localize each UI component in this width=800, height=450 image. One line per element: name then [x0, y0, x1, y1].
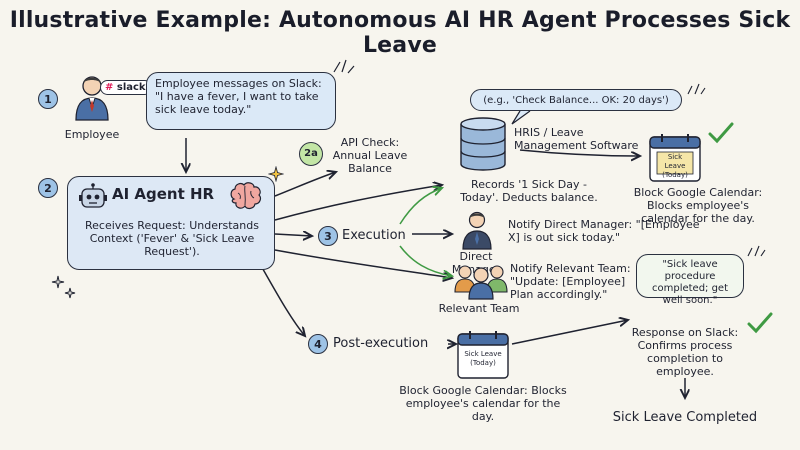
hris-records: Records '1 Sick Day - Today'. Deducts ba…	[460, 178, 598, 204]
employee-message-bubble: Employee messages on Slack: "I have a fe…	[146, 72, 336, 130]
manager-notify: Notify Direct Manager: "[Employee X] is …	[508, 218, 700, 244]
calendar-top-label: Sick Leave (Today)	[662, 153, 688, 179]
brain-icon	[228, 181, 264, 211]
emphasis-icon-3	[747, 245, 766, 257]
balance-response-bubble: (e.g., 'Check Balance... OK: 20 days')	[470, 89, 682, 111]
confirmation-bubble: "Sick leave procedure completed; get wel…	[636, 254, 744, 306]
team-label: Relevant Team	[438, 302, 520, 315]
slack-badge: # slack	[100, 80, 152, 95]
employee-message: Employee messages on Slack: "I have a fe…	[155, 77, 322, 116]
balance-response-text: (e.g., 'Check Balance... OK: 20 days')	[483, 95, 669, 106]
slack-response: Response on Slack: Confirms process comp…	[631, 326, 739, 378]
post-execution-caption: Block Google Calendar: Blocks employee's…	[399, 384, 567, 423]
api-check-label: API Check: Annual Leave Balance	[332, 136, 408, 175]
arrow-agent-to-post-execution	[259, 263, 305, 336]
sick-leave-completed: Sick Leave Completed	[612, 410, 758, 425]
arrow-calendar-to-response	[511, 320, 628, 345]
arrow-agent-to-api-check	[274, 172, 336, 197]
arrow-execution-to-team	[399, 245, 452, 276]
database-icon	[458, 116, 508, 172]
step-4-badge: 4	[308, 334, 328, 354]
calendar-bottom-label: Sick Leave (Today)	[464, 350, 502, 367]
checkmark-icon-2	[747, 312, 773, 334]
confirmation-text: "Sick leave procedure completed; get wel…	[651, 259, 729, 306]
arrow-execution-to-hris	[399, 188, 442, 225]
arrow-agent-to-hris	[274, 185, 442, 221]
sparkle-icon	[268, 166, 284, 182]
step-2-badge: 2	[38, 178, 58, 198]
execution-label: Execution	[342, 228, 406, 243]
sparkle-icon-small	[51, 275, 76, 299]
step-1-badge: 1	[38, 89, 58, 109]
bubble-tail	[511, 110, 531, 125]
calendar-icon-bottom: Sick Leave (Today)	[456, 330, 512, 380]
agent-name: AI Agent HR	[112, 185, 215, 203]
slack-badge-text: slack	[116, 82, 146, 93]
robot-icon	[78, 183, 108, 211]
page-title: Illustrative Example: Autonomous AI HR A…	[9, 8, 791, 58]
calendar-icon: Sick Leave (Today)	[648, 133, 704, 183]
step-3-badge: 3	[318, 226, 338, 246]
agent-description: Receives Request: Understands Context ('…	[85, 219, 259, 258]
emphasis-icon	[333, 59, 355, 74]
person-icon	[72, 74, 112, 122]
arrow-agent-to-team	[274, 249, 452, 278]
emphasis-icon-2	[687, 83, 706, 95]
step-2a-badge: 2a	[299, 142, 323, 166]
calendar-top-caption: Block Google Calendar: Blocks employee's…	[633, 186, 763, 225]
ai-agent-box: AI Agent HR Receives Request: Understand…	[67, 176, 275, 270]
team-notify: Notify Relevant Team: "Update: [Employee…	[510, 262, 631, 301]
employee-label: Employee	[64, 128, 120, 141]
hris-label: HRIS / Leave Management Software	[514, 126, 639, 152]
group-icon	[453, 262, 509, 300]
manager-person-icon	[460, 210, 494, 250]
arrow-agent-to-execution	[274, 234, 312, 236]
checkmark-icon	[708, 122, 734, 144]
arrow-hris-to-calendar	[519, 149, 640, 156]
post-execution-label: Post-execution	[333, 336, 429, 351]
